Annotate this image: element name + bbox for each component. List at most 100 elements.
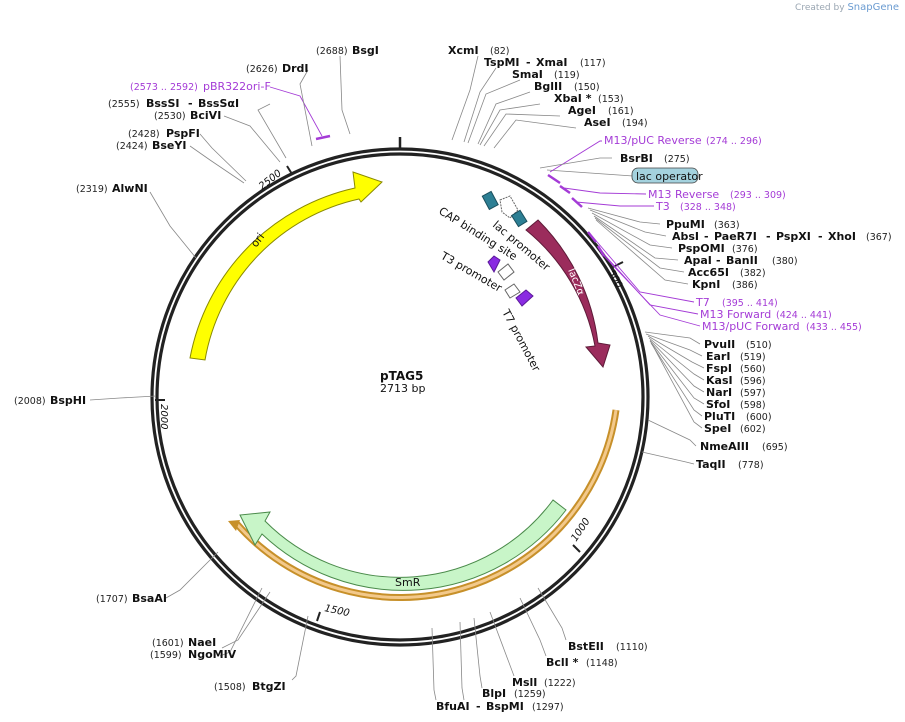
enzyme-banii[interactable]: BanII	[726, 254, 758, 267]
enzyme-naei[interactable]: NaeI	[188, 636, 216, 649]
enzyme-dash-7: -	[188, 97, 193, 110]
feature-SmR[interactable]	[239, 499, 567, 591]
enzyme-drdi[interactable]: DrdI	[282, 62, 309, 75]
feature-SmR-label: SmR	[395, 576, 421, 589]
enzyme-bsaai-pos: (1707)	[96, 594, 128, 605]
leader-pbr322ori-f	[269, 86, 323, 137]
enzyme-absi-pos: (367)	[866, 232, 892, 243]
enzyme-tspmi[interactable]: TspMI	[484, 56, 520, 69]
leader-m13-reverse	[563, 187, 647, 195]
enzyme-agei[interactable]: AgeI	[568, 104, 596, 117]
enzyme-nari[interactable]: NarI	[706, 386, 732, 399]
enzyme-xbai[interactable]: XbaI *	[554, 92, 592, 105]
enzyme-ppumi[interactable]: PpuMI	[666, 218, 705, 231]
t3-promoter-arrow[interactable]	[487, 255, 501, 274]
snapgene-watermark: Created by SnapGene	[795, 2, 899, 13]
enzyme-dash-3: -	[766, 230, 771, 243]
enzyme-bcivi[interactable]: BciVI	[190, 109, 221, 122]
enzyme-pluti[interactable]: PluTI	[704, 410, 735, 423]
leader-m13puc-forward	[601, 253, 701, 327]
enzyme-bfuai-pos: (1297)	[532, 702, 564, 713]
enzyme-apai-pos: (380)	[772, 256, 798, 267]
enzyme-bsteii-pos: (1110)	[616, 642, 648, 653]
enzyme-bspmi[interactable]: BspMI	[486, 700, 524, 713]
enzyme-eari[interactable]: EarI	[706, 350, 730, 363]
primer-mark-pbr322[interactable]	[315, 134, 331, 141]
tick-2500	[286, 165, 293, 175]
lac-operator-callout[interactable]	[631, 167, 699, 184]
enzyme-bsssi[interactable]: BssSI	[146, 97, 180, 110]
primer-m13-forward[interactable]: M13 Forward	[700, 308, 771, 321]
tick-label-1000: 1000	[569, 516, 592, 543]
primer-mark-m13-rev[interactable]	[559, 184, 571, 195]
enzyme-drdi-pos: (2626)	[246, 64, 278, 75]
primer-t7[interactable]: T7	[695, 296, 710, 309]
enzyme-bsrbi[interactable]: BsrBI	[620, 152, 653, 165]
enzyme-bsgi-pos: (2688)	[316, 46, 348, 57]
leader-m13puc-reverse	[549, 140, 602, 173]
enzyme-ppumi-pos: (363)	[714, 220, 740, 231]
enzyme-bsphi[interactable]: BspHI	[50, 394, 86, 407]
enzyme-xmai[interactable]: XmaI	[536, 56, 567, 69]
enzyme-bssi-pos: (2555)	[108, 99, 140, 110]
lac-region-features: CAP binding site lac promoter T3 promote…	[436, 190, 553, 374]
t7-promoter-label: T7 promoter	[499, 306, 543, 374]
tick-1000	[572, 544, 581, 553]
feature-ori[interactable]	[189, 171, 383, 361]
enzyme-xhoi[interactable]: XhoI	[828, 230, 856, 243]
enzyme-bfuai[interactable]: BfuAI	[436, 700, 470, 713]
enzyme-bsteii[interactable]: BstEII	[568, 640, 604, 653]
primer-mark-m13puc-rev[interactable]	[547, 173, 561, 185]
enzyme-bsaai[interactable]: BsaAI	[132, 592, 167, 605]
enzyme-fspi[interactable]: FspI	[706, 362, 732, 375]
tick-1500	[316, 611, 321, 622]
enzyme-paer7i[interactable]: PaeR7I	[714, 230, 757, 243]
enzyme-smai[interactable]: SmaI	[512, 68, 543, 81]
enzyme-bglii[interactable]: BglII	[534, 80, 562, 93]
enzyme-nmeaiii[interactable]: NmeAIII	[700, 440, 749, 453]
enzyme-blpi[interactable]: BlpI	[482, 687, 506, 700]
enzyme-pspfi[interactable]: PspFI	[166, 127, 200, 140]
enzyme-alwni[interactable]: AlwNI	[112, 182, 148, 195]
enzyme-bseyi[interactable]: BseYI	[152, 139, 186, 152]
t7-promoter-arrow[interactable]	[515, 289, 534, 307]
enzyme-acc65i[interactable]: Acc65I	[688, 266, 729, 279]
lac-promoter-arrow[interactable]	[499, 195, 519, 219]
tick-label-1500: 1500	[323, 603, 350, 619]
cap-binding-site-box[interactable]	[481, 190, 499, 211]
enzyme-asei[interactable]: AseI	[584, 116, 611, 129]
enzyme-bsgi[interactable]: BsgI	[352, 44, 379, 57]
enzyme-absi[interactable]: AbsI	[672, 230, 699, 243]
enzyme-fspi-pos: (560)	[740, 364, 766, 375]
primer-pbr322ori-f[interactable]: pBR322ori-F	[203, 80, 271, 93]
enzyme-msli[interactable]: MslI	[512, 676, 537, 689]
leader-t3	[575, 201, 654, 207]
primer-pbr322ori-f-pos: (2573 .. 2592)	[130, 82, 198, 93]
enzyme-spei[interactable]: SpeI	[704, 422, 731, 435]
primer-m13puc-reverse[interactable]: M13/pUC Reverse	[604, 134, 702, 147]
enzyme-pvuii[interactable]: PvuII	[704, 338, 735, 351]
enzyme-tspmi-pos: (117)	[580, 58, 606, 69]
enzyme-pspomi[interactable]: PspOMI	[678, 242, 725, 255]
lac-operator-box[interactable]	[510, 209, 528, 228]
primer-m13puc-forward[interactable]: M13/pUC Forward	[702, 320, 800, 333]
enzyme-kpni[interactable]: KpnI	[692, 278, 720, 291]
enzyme-sfoi[interactable]: SfoI	[706, 398, 730, 411]
feature-SmR-highlight-head	[228, 520, 240, 531]
enzyme-kasi[interactable]: KasI	[706, 374, 733, 387]
enzyme-naei-pos: (1601)	[152, 638, 184, 649]
primer-m13-reverse[interactable]: M13 Reverse	[648, 188, 719, 201]
enzyme-bsssai[interactable]: BssSαI	[198, 97, 239, 110]
enzyme-ngomiv[interactable]: NgoMIV	[188, 648, 237, 661]
enzyme-taqii[interactable]: TaqII	[696, 458, 726, 471]
enzyme-bcli[interactable]: BclI *	[546, 656, 579, 669]
enzyme-pvuii-pos: (510)	[746, 340, 772, 351]
primer-mark-t7[interactable]	[587, 231, 597, 243]
enzyme-xcmi[interactable]: XcmI	[448, 44, 479, 57]
enzyme-btgzi[interactable]: BtgZI	[252, 680, 286, 693]
feature-lacZa[interactable]	[525, 219, 611, 369]
enzyme-apai[interactable]: ApaI	[684, 254, 712, 267]
enzyme-pspxi[interactable]: PspXI	[776, 230, 811, 243]
primer-t3[interactable]: T3	[655, 200, 670, 213]
